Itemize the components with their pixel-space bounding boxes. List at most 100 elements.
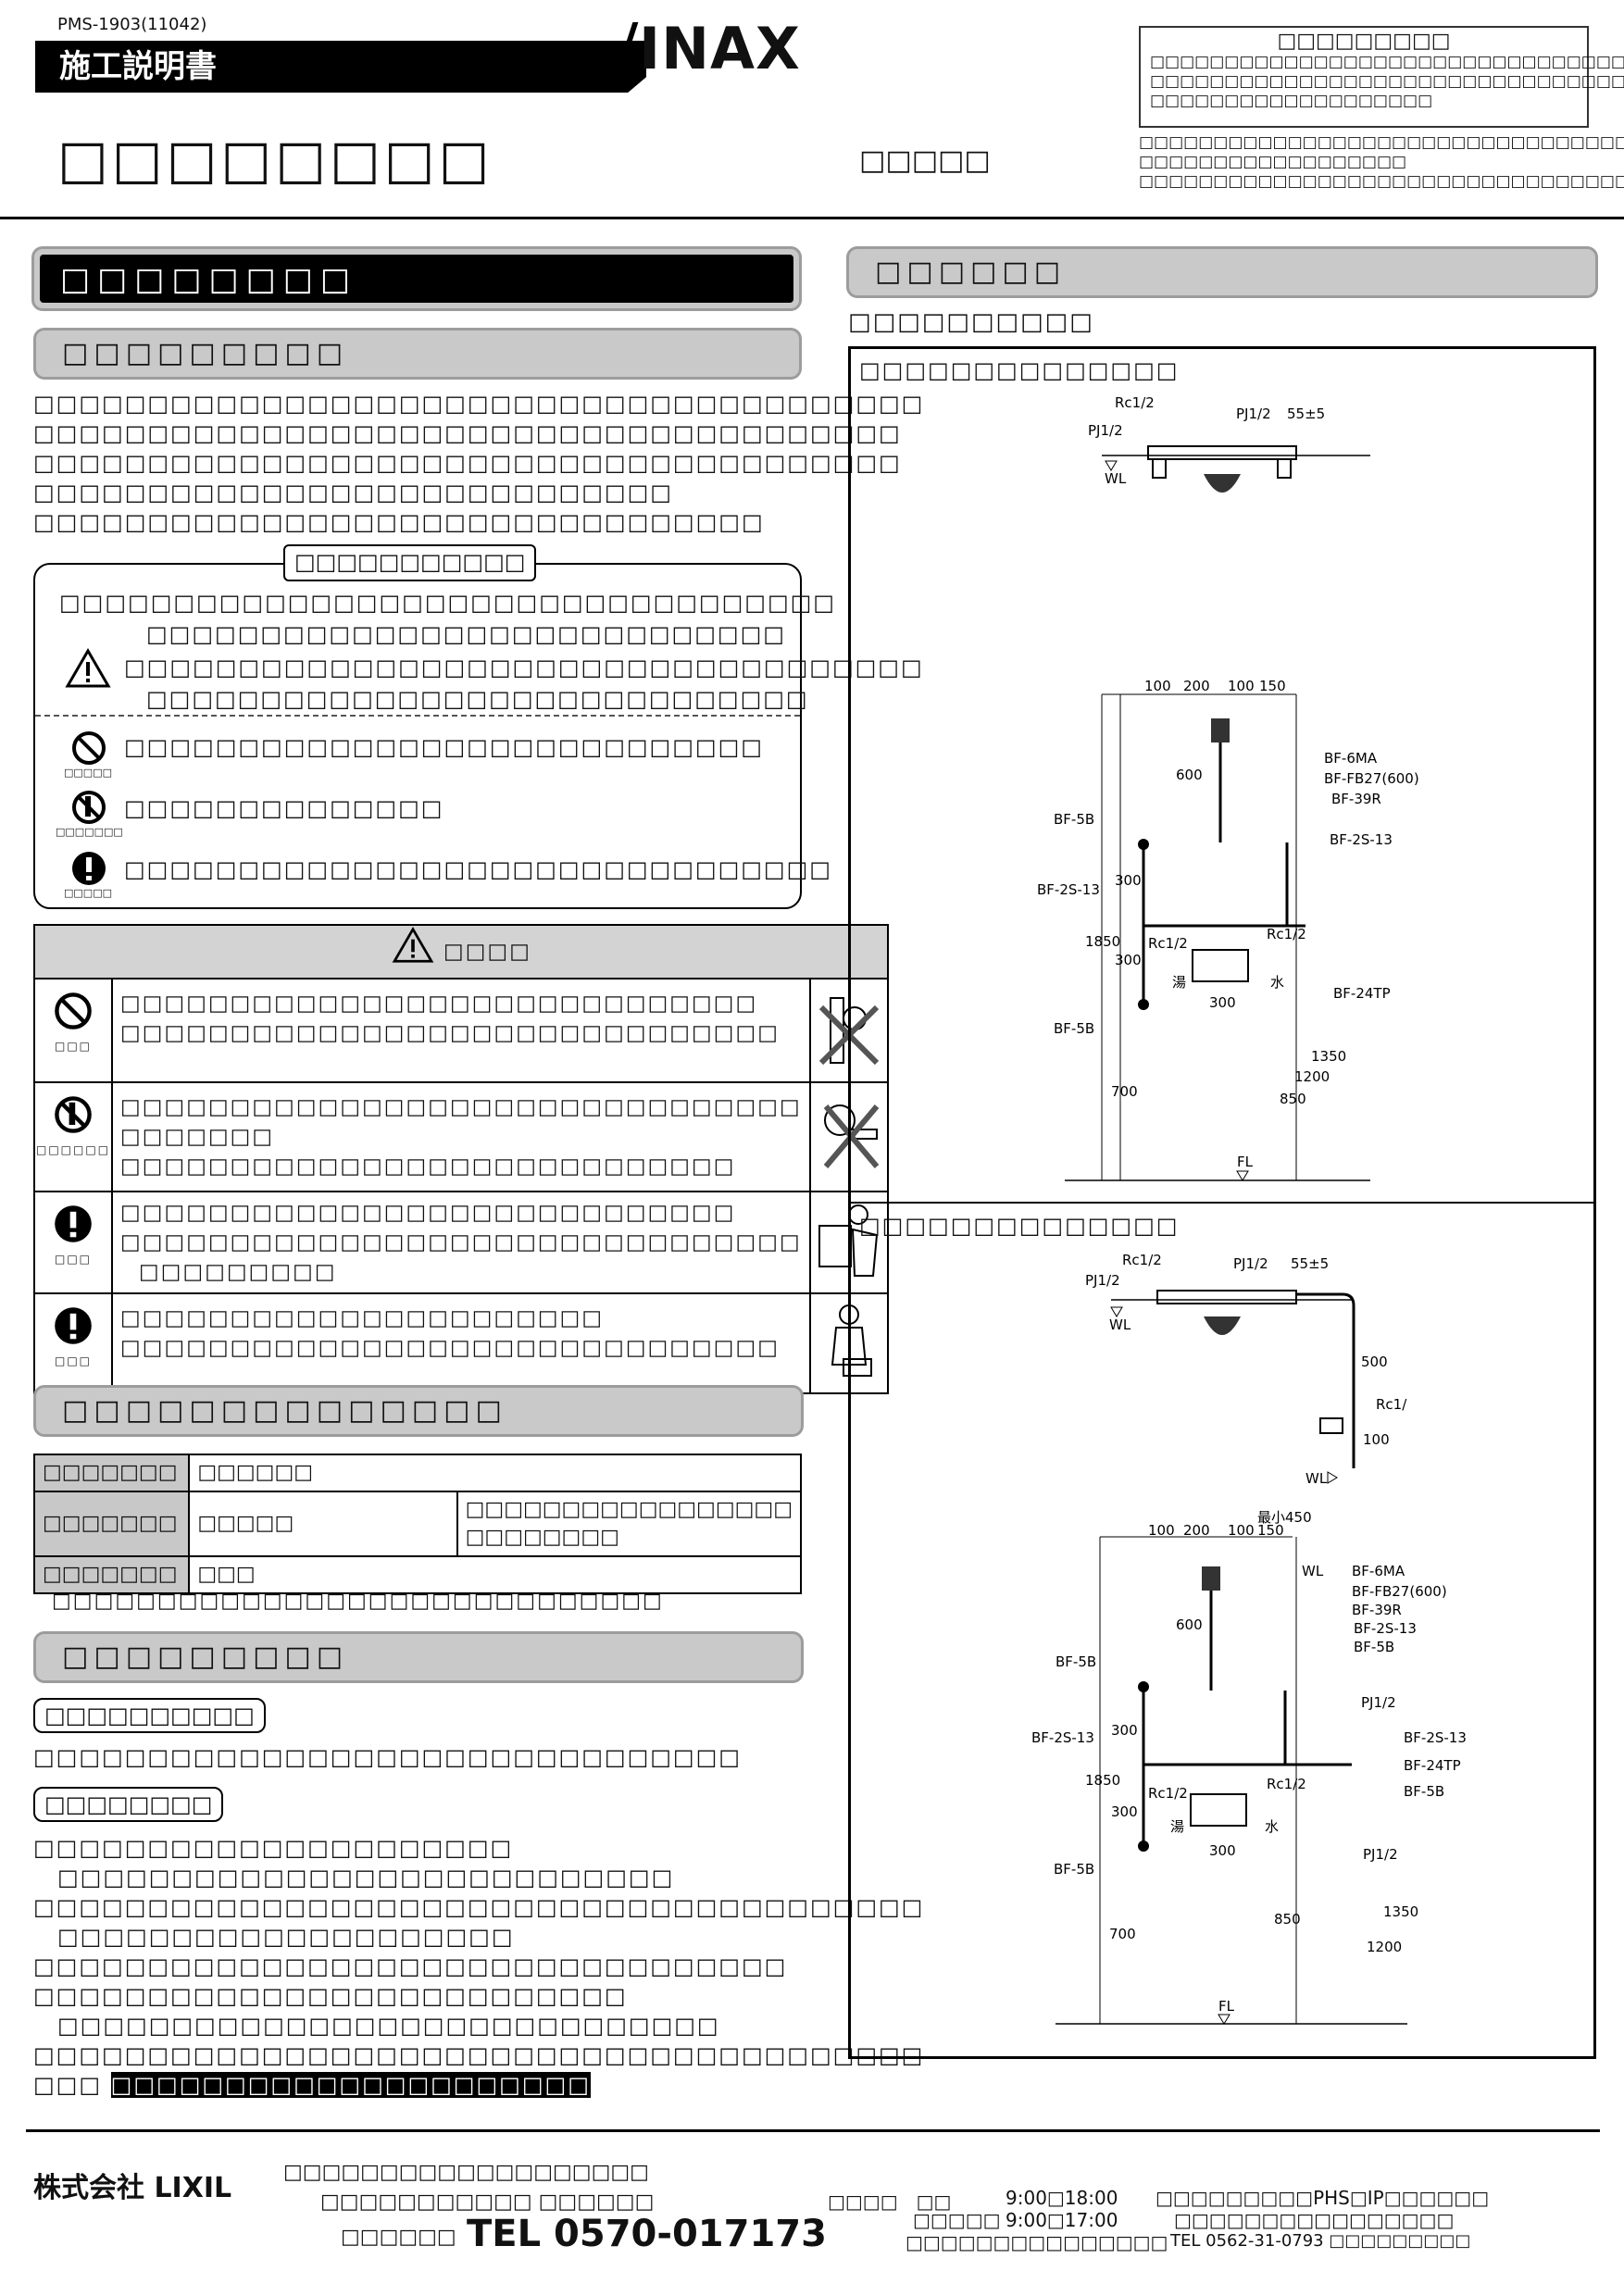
label-pj: PJ1/2 [1236,406,1271,422]
diagram-1-elevation: 100 200 100 150 600 BF-6MA BF-FB27(600) … [1037,678,1419,1181]
warning-line: □□□□□□□□□□□□□□□□□□□□□□□□□□□□□□□ [120,1095,802,1119]
spec-label: □□□□□□□ [32,1491,191,1557]
port-label: PJ1/2 [1363,1846,1398,1863]
dim-label: 500 [1361,1354,1388,1370]
cold-label: 水 [1265,1818,1279,1835]
part-label: BF-5B [1054,1861,1094,1878]
port-label: Rc1/2 [1267,926,1306,942]
mixer-body [1156,1290,1297,1304]
diagram-1-title: □□□□□□□□□□□□□□ [859,357,1180,383]
spec-label: □□□□□□□ [32,1454,191,1492]
label-rc: Rc1/2 [1115,394,1155,411]
warning-head-label: □□□□ [443,940,531,964]
hours-value: 9:00□18:00 [1006,2187,1118,2209]
alt-phone[interactable]: TEL 0562-31-0793 □□□□□□□□□ [1170,2231,1471,2251]
warning-line: □□□□□□□□□□□□□□□□□□□□□□□□□□□□□□□ [120,1230,802,1254]
spec-label: □□□□□□□ [32,1555,191,1594]
dim-label: 300 [1115,872,1142,889]
warning-line: □□□□□□□□□□□□□□□□□□□□□□□□□□□□□ [120,992,758,1016]
subheading-pill: □□□□□□□□ [33,1787,224,1822]
shower-head-icon [1202,1566,1220,1591]
diagram-1-plan-view: Rc1/2 PJ1/2 PJ1/2 55±5 WL [1088,394,1370,493]
dim-label: 600 [1176,767,1203,783]
warning-icon-label: □□□ [55,1354,93,1367]
valve [1152,458,1167,479]
dim-label: 200 [1183,1522,1210,1539]
dim-label: 700 [1111,1083,1138,1100]
mixing-valve [1190,1793,1247,1827]
dim-label: 1350 [1311,1048,1346,1065]
dim-label: 100 [1228,1522,1255,1539]
diagram-2-elevation: 最小450 100 200 100 150 WL BF-6MA BF-FB27(… [1031,1509,1467,2025]
fitting-point [1138,1841,1149,1852]
wl-marker-icon [1105,460,1118,471]
legend-row: □□□□□□□□□□□□□□ [124,795,444,821]
hot-label: 湯 [1172,974,1186,991]
section-header-2: □□□□□□□□□□□□□□ [33,1385,804,1437]
legend-row: □□□□□□□□□□□□□□□□□□□□□□□□□□□□□□□ [124,856,832,882]
phs-note: □□□□□□□□□□□□□□□□ [1174,2209,1455,2231]
warning-icon-label: □□□ [55,1040,93,1053]
main-section-title: □□□□□□□□ [40,255,793,303]
warning-line: □□□□□□□□□□□□□□□□□□□□□□ [120,1306,605,1330]
model-number: □□□□□ [859,144,991,177]
section-3-line: □□□□□□□□□□□□□□□□□□□□□□□□□□□ [33,1865,675,1890]
hours-label: □□□□□ [913,2209,1001,2231]
mixing-valve [1192,949,1249,982]
hours-label: □□□□ □□ [828,2190,952,2213]
part-label: BF-5B [1056,1653,1096,1670]
footer-divider [26,2129,1600,2132]
shower-head-illustration-icon [823,1104,879,1168]
warning-line: □□□□□□□ [120,1125,275,1149]
notice-line: □□□□□□□□□□□□□□□□□□□ [1150,92,1433,110]
warning-line: □□□□□□□□□□□□□□□□□□□□□□□□□□□□ [120,1201,736,1225]
notice-extra-line: □□□□□□□□□□□□□□□□□□□□□□□□□□□□□□□□□□ [1139,172,1624,191]
label-dim55: 55±5 [1287,406,1325,422]
warning-line: □□□□□□□□□□□□□□□□□□□□□□□□□□□□□□ [120,1336,780,1360]
section-3-line: □□□ □□□□□□□□□□□□□□□□□□□□□ [33,2070,830,2100]
symbol-legend-title: □□□□□□□□□□□ [283,544,537,581]
warning-line: □□□□□□□□□□□□□□□□□□□□□□□□□□□□□□ [120,1021,780,1045]
port-label: Rc1/2 [1148,935,1188,952]
supply-pipe [1296,1292,1355,1468]
spec-value: □□□□□ [188,1491,458,1557]
spec-value: □□□ [188,1555,802,1594]
section-1-line: □□□□□□□□□□□□□□□□□□□□□□□□□□□□ [33,480,673,505]
wl-marker-icon [1327,1471,1338,1484]
notice-extra: □□□□□□□□□□□□□□□□□□□□□□□□□□□□□□□□□□□ □□□□… [1139,133,1624,192]
legend-icon-label: □□□□□ [64,887,112,899]
warning-triangle-icon [392,927,434,963]
no-disassembly-icon [70,789,107,830]
warning-icon-label: □□□□□□ [36,1143,111,1156]
legend-icon-label: □□□□□□□ [56,826,123,838]
label-fl: FL [1218,1998,1235,2015]
spec-note: □□□□□□□□□□□□□□□□□□□□□□□□□□□□□ [52,1590,664,1613]
port-label: Rc1/2 [1376,1396,1407,1413]
warning-icon-cell: □□□ [32,1191,114,1294]
dim-label: 100 [1363,1431,1390,1448]
notice-line: □□□□□□□□□□□□□□□□□□□□□□□□□□□□□□□□ [1150,53,1624,71]
dim-label: 200 [1183,678,1210,694]
warning-text: □□□□□□□□□□□□□□□□□□□□□□□□□□□□ □□□□□□□□□□□… [111,1191,811,1294]
label-pj: PJ1/2 [1088,422,1123,439]
document-code: PMS-1903(11042) [57,15,207,34]
diagram-section-header: □□□□□□ [846,246,1598,298]
prohibition-icon [55,992,92,1029]
spec-table: □□□□□□□ □□□□□□ □□□□□□□ □□□□□ □□□□□□□□□□□… [32,1454,803,1594]
dim-label: 1850 [1085,933,1120,950]
phs-note: □□□□□□□□□PHS□IP□□□□□□ [1156,2187,1490,2209]
no-disassembly-icon [55,1096,92,1133]
hours-note: □□□□□□□□□□□□□□□ [906,2231,1168,2253]
section-3-line: □□□□□□□□□□□□□□□□□□□□□□□□□□□□□□□□□□□□□□□ [33,2042,925,2068]
diagram-2-plan-view: Rc1/2 PJ1/2 PJ1/2 55±5 WL 500 Rc1/2 100 … [1085,1252,1407,1487]
port-label: Rc1/2 [1148,1785,1188,1802]
dim-label: 150 [1257,1522,1284,1539]
section-header-3: □□□□□□□□□ [33,1631,804,1683]
legend-row: □□□□□□□□□□□□□□□□□□□□□□□□□□□□ [124,734,764,760]
support-phone[interactable]: TEL 0570-017173 [467,2213,827,2255]
warning-icon-cell: □□□ [32,1292,114,1394]
section-3-line: □□□□□□□□□□□□□□□□□□□□□□□□□□□□□□□ [33,1744,742,1770]
dim-label: 最小450 [1257,1509,1312,1526]
legend-row: □□□□□□□□□□□□□□□□□□□□□□□□□□□□ [146,621,786,647]
footer-line: □□□□□□□□□□□ □□□□□□ [320,2190,655,2214]
